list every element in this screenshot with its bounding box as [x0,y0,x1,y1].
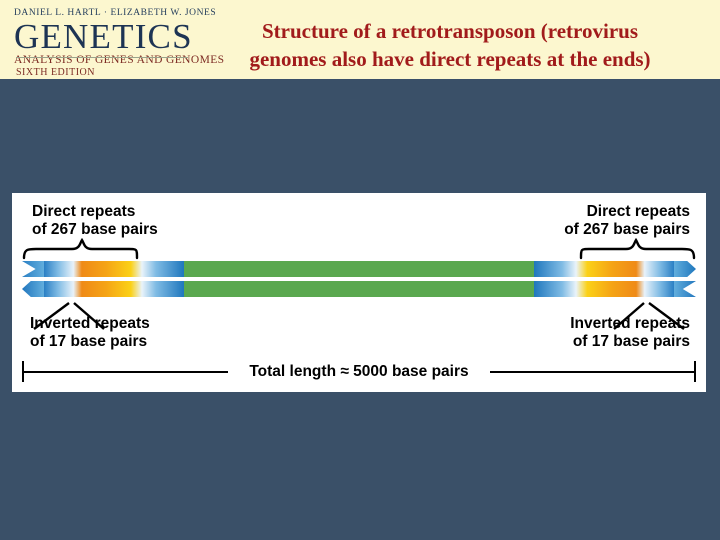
label-direct-repeats-left: Direct repeats of 267 base pairs [32,203,158,240]
ruler-line-right [490,371,696,373]
retrotransposon-figure-panel: Direct repeats of 267 base pairs Direct … [12,193,706,392]
label-inverted-repeats-right-line-1: Inverted repeats [570,315,690,332]
brace-direct-repeat-right [579,237,696,260]
internal-coding-region-bottom [184,281,534,297]
retrotransposon-strands [22,261,696,297]
logo-divider [16,57,188,58]
leader-inverted-repeat-right-b [648,302,685,330]
leader-inverted-repeat-left-b [73,302,105,330]
strand-top [22,261,696,277]
label-inverted-repeats-left-line-1: Inverted repeats [30,315,150,332]
label-direct-repeats-left-line-1: Direct repeats [32,203,136,220]
arrow-inverted-repeat-right-top [674,261,696,277]
logo-authors: DANIEL L. HARTL · ELIZABETH W. JONES [14,8,217,18]
label-inverted-repeats-left-line-2: of 17 base pairs [30,333,148,351]
total-length-ruler: Total length ≈ 5000 base pairs [22,361,696,383]
arrow-inverted-repeat-left-bottom [22,281,44,297]
label-direct-repeats-right-line-2: of 267 base pairs [564,221,690,239]
strand-bottom [22,281,696,297]
logo-edition: SIXTH EDITION [16,67,95,79]
brace-direct-repeat-left [22,237,139,260]
internal-coding-region-top [184,261,534,277]
label-total-length: Total length ≈ 5000 base pairs [249,363,469,380]
slide-title-line-1: Structure of a retrotransposon (retrovir… [261,19,638,43]
slide-title-line-2: genomes also have direct repeats at the … [249,46,651,71]
direct-repeat-left-bottom [44,281,184,297]
figure-annotation-lines [22,237,696,330]
label-inverted-repeats-right-line-2: of 17 base pairs [572,333,690,351]
direct-repeat-left-top [44,261,184,277]
label-direct-repeats-right-line-1: Direct repeats [586,203,690,220]
logo-title: GENETICS [14,16,193,56]
book-cover-logo: DANIEL L. HARTL · ELIZABETH W. JONES GEN… [14,2,225,79]
arrow-inverted-repeat-left-top [22,261,44,277]
ruler-line-left [22,371,228,373]
label-inverted-repeats-left: Inverted repeats of 17 base pairs [30,315,150,352]
direct-repeat-right-bottom [534,281,674,297]
leader-inverted-repeat-right-a [613,302,645,330]
slide-title: Structure of a retrotransposon (retrovir… [190,18,710,74]
logo-subtitle: ANALYSIS OF GENES AND GENOMES [14,53,225,66]
slide-header-band: DANIEL L. HARTL · ELIZABETH W. JONES GEN… [0,0,720,79]
label-inverted-repeats-right: Inverted repeats of 17 base pairs [570,315,690,352]
leader-inverted-repeat-left-a [33,302,70,330]
direct-repeat-right-top [534,261,674,277]
label-direct-repeats-left-line-2: of 267 base pairs [32,221,158,239]
label-direct-repeats-right: Direct repeats of 267 base pairs [564,203,690,240]
arrow-inverted-repeat-right-bottom [674,281,696,297]
